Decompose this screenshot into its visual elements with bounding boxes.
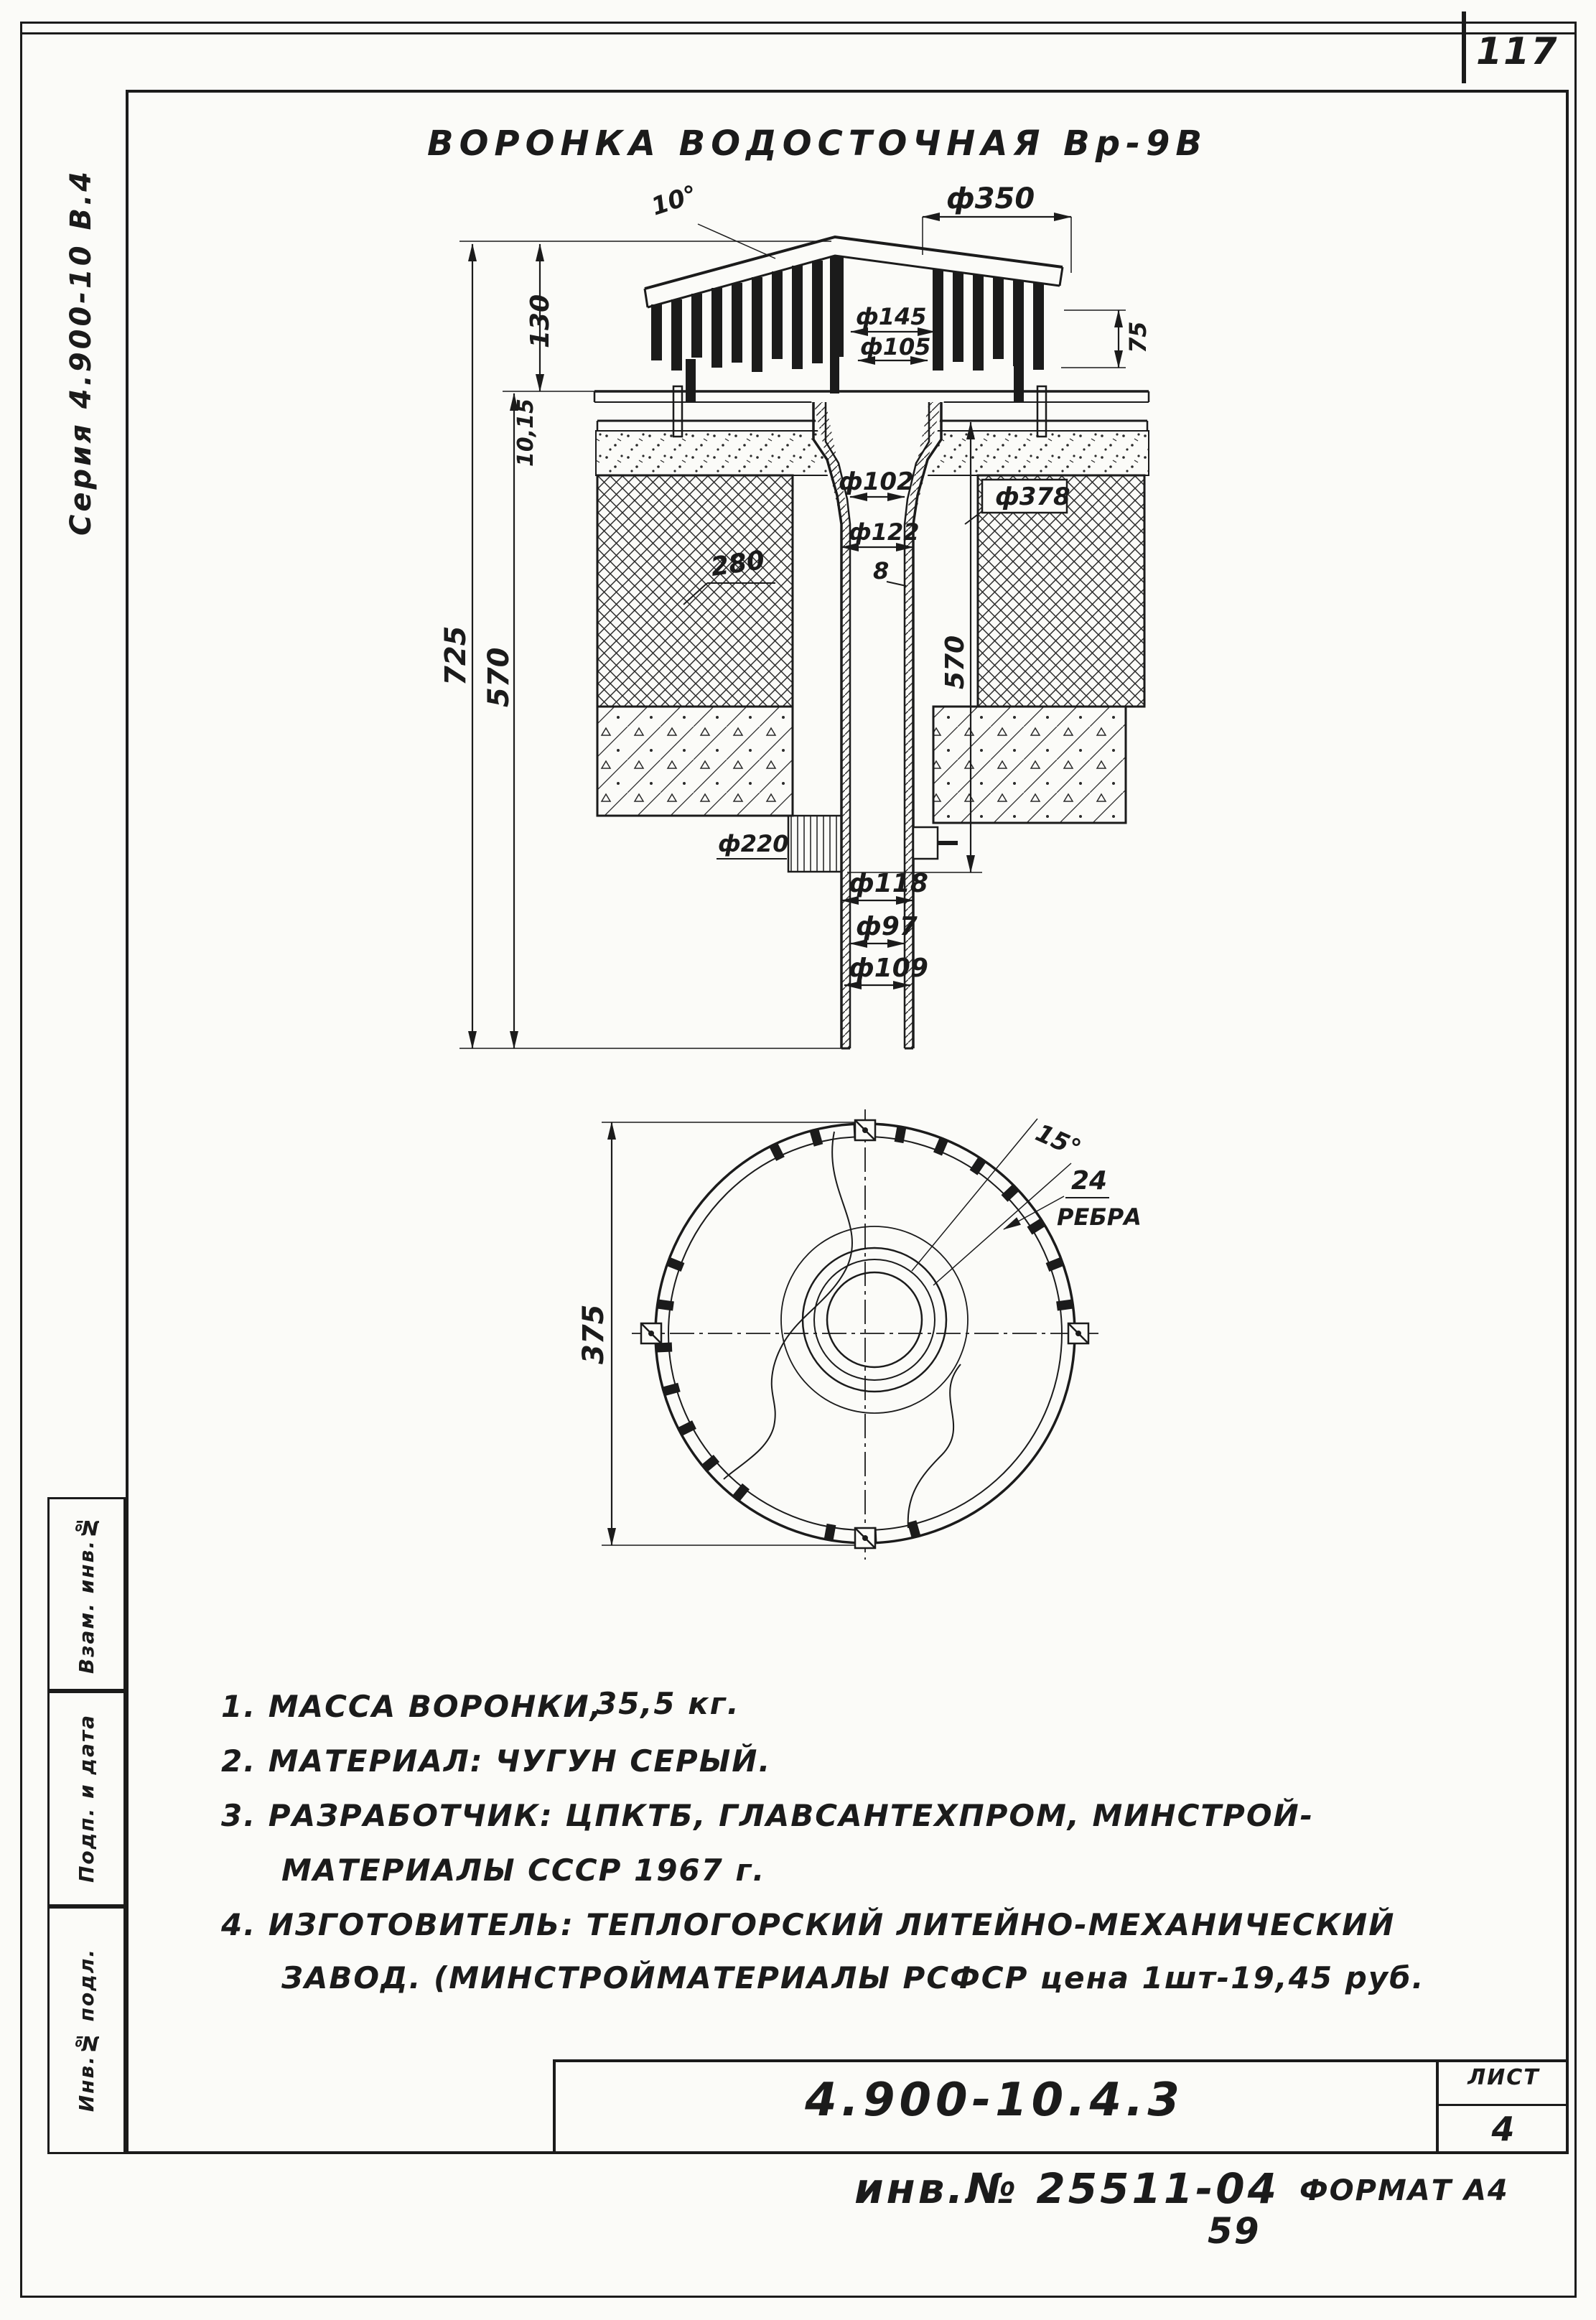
dim-angle-15: 15°: [1031, 1119, 1085, 1164]
section-dim-labels: 10° ф350 130 10,15 725 570 ф145 ф105 75 …: [439, 180, 1152, 983]
page-number: 117: [1476, 30, 1559, 73]
extension-lines: [459, 217, 1126, 1049]
section-dimensions: 10° ф350 130 10,15 725 570 ф145 ф105 75 …: [439, 180, 1152, 1198]
note-1: 1. МАССА ВОРОНКИ,: [221, 1689, 603, 1724]
leader-lines: [683, 478, 1109, 1198]
title-block: [553, 2059, 1569, 2154]
note-2: 2. МАТЕРИАЛ: ЧУГУН СЕРЫЙ.: [221, 1743, 772, 1779]
title-block-divider: [1436, 2059, 1439, 2154]
dim-angle-top: 10°: [648, 180, 701, 222]
mounting-lugs: [640, 1119, 1090, 1550]
stamp-cell-vzam: Взам. инв.№: [47, 1497, 126, 1691]
format-label: ФОРМАТ А4: [1299, 2174, 1509, 2207]
sheet-cell-divider: [1439, 2104, 1569, 2106]
plan-extension-lines: [602, 1118, 1072, 1546]
plan-view: [632, 1109, 1098, 1560]
dim-d122: ф122: [849, 518, 920, 546]
section-view: [593, 235, 1150, 1050]
bottom-page-number: 59: [1208, 2210, 1261, 2252]
dimension-lines: [468, 213, 1123, 1049]
break-lines: [723, 1131, 961, 1529]
funnel-pipe: [787, 401, 958, 1050]
dim-d220: ф220: [718, 830, 789, 857]
dim-d97: ф97: [856, 912, 918, 941]
drawing-title: ВОРОНКА ВОДОСТОЧНАЯ Вр-9В: [427, 124, 1208, 164]
dim-d118: ф118: [849, 869, 928, 898]
top-double-rule: [20, 32, 1577, 34]
funnel-plan-circles: [780, 1226, 969, 1414]
center-lines: [632, 1109, 1098, 1560]
dim-h10: 10,15: [513, 399, 538, 467]
dim-d109: ф109: [849, 954, 928, 983]
dim-h725: 725: [439, 626, 472, 686]
dim-ribs-label: РЕБРА: [1057, 1203, 1142, 1231]
note-4-cont: ЗАВОД. (МИНСТРОЙМАТЕРИАЛЫ РСФСР цена 1шт…: [281, 1960, 1425, 1995]
corner-tick: [1462, 11, 1466, 83]
outer-border: [20, 22, 1577, 2298]
roof-layers: [595, 430, 1149, 824]
dim-h130: 130: [526, 294, 555, 348]
dim-h570-right: 570: [941, 635, 970, 689]
sheet-number: 4: [1491, 2110, 1516, 2148]
note-3: 3. РАЗРАБОТЧИК: ЦПКТБ, ГЛАВСАНТЕХПРОМ, М…: [221, 1798, 1315, 1833]
grate-cap: [643, 235, 1064, 402]
sheet-label: ЛИСТ: [1467, 2065, 1540, 2090]
note-3-cont: МАТЕРИАЛЫ СССР 1967 г.: [281, 1853, 766, 1888]
document-number: 4.900-10.4.3: [805, 2074, 1184, 2127]
dim-d102: ф102: [839, 467, 914, 496]
inventory-number: инв.№ 25511-04: [854, 2164, 1279, 2213]
dim-h570-left: 570: [482, 648, 515, 708]
dim-d375: 375: [577, 1305, 610, 1365]
grate-bars: [651, 256, 1044, 402]
dim-h75: 75: [1124, 321, 1152, 353]
note-4: 4. ИЗГОТОВИТЕЛЬ: ТЕПЛОГОРСКИЙ ЛИТЕЙНО-МЕ…: [221, 1907, 1396, 1942]
dim-d145: ф145: [856, 303, 927, 330]
dim-d350: ф350: [946, 182, 1035, 215]
dim-d105: ф105: [860, 333, 931, 360]
dim-t8: 8: [873, 557, 889, 584]
dim-d378: ф378: [995, 483, 1070, 511]
stamp-cell-podp: Подп. и дата: [47, 1691, 126, 1906]
rib-marks: [655, 1123, 1073, 1544]
note-1-mass: 35,5 кг.: [596, 1686, 740, 1721]
dim-ribs-count: 24: [1071, 1166, 1107, 1196]
stamp-cell-inv: Инв.№ подл.: [47, 1906, 126, 2154]
